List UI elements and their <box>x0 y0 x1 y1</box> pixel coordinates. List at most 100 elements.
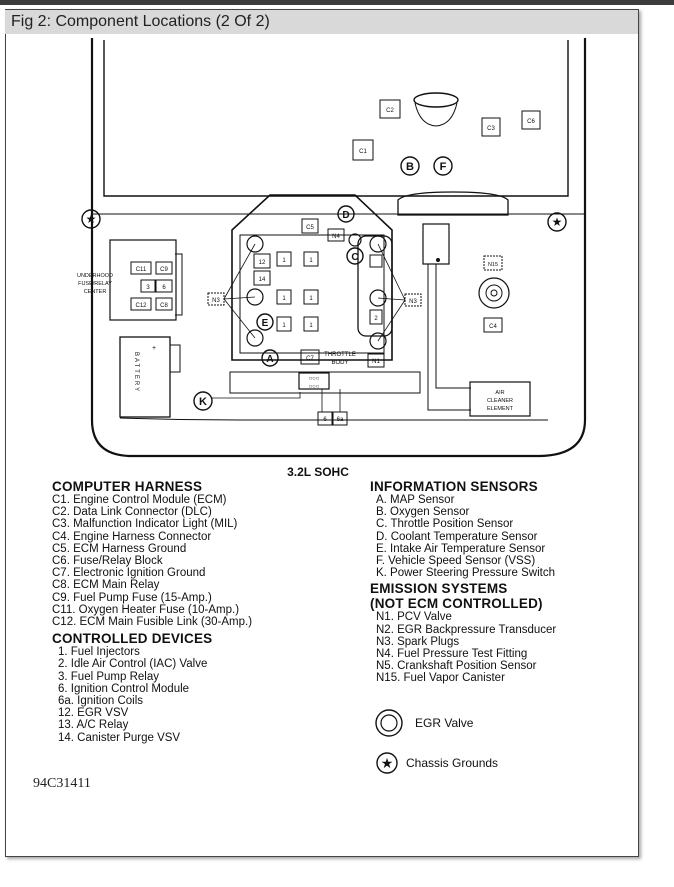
air-cleaner-element <box>469 381 531 417</box>
svg-text:F: F <box>440 161 447 173</box>
ignition-coil-pack <box>298 372 330 390</box>
svg-text:FUSE/RELAY: FUSE/RELAY <box>78 281 112 287</box>
egr-valve-key-symbol <box>375 709 403 737</box>
svg-text:12: 12 <box>259 260 266 266</box>
svg-text:N1: N1 <box>372 359 380 365</box>
svg-text:AIR: AIR <box>495 390 504 396</box>
sensor-f-marker <box>433 156 453 176</box>
information-sensors-heading: INFORMATION SENSORS <box>370 479 538 494</box>
svg-text:1: 1 <box>309 258 313 264</box>
legend-item: F. Vehicle Speed Sensor (VSS) <box>376 555 536 568</box>
legend-item: 14. Canister Purge VSV <box>58 731 181 744</box>
legend-item: C7. Electronic Ignition Ground <box>52 567 206 580</box>
legend-item: C. Throttle Position Sensor <box>376 518 514 531</box>
connector-c4 <box>483 317 503 333</box>
svg-text:B: B <box>406 161 414 173</box>
svg-text:A: A <box>266 354 273 365</box>
svg-text:BODY: BODY <box>331 360 348 366</box>
legend-item: C4. Engine Harness Connector <box>52 530 212 543</box>
figure-code: 94C31411 <box>33 776 91 791</box>
legend-item: N15. Fuel Vapor Canister <box>376 672 505 685</box>
engine-label: 3.2L SOHC <box>287 465 349 479</box>
svg-text:THROTTLE: THROTTLE <box>324 352 356 358</box>
chassis-grounds-key-label: Chassis Grounds <box>406 756 499 770</box>
egr-valve-key-label: EGR Valve <box>415 716 474 730</box>
chassis-ground-key-symbol <box>376 752 398 774</box>
svg-text:○○○: ○○○ <box>309 376 320 382</box>
legend-left-column: COMPUTER HARNESS C1. Engine Control Modu… <box>52 479 252 744</box>
svg-text:14: 14 <box>259 277 266 283</box>
computer-harness-list: C1. Engine Control Module (ECM)C2. Data … <box>52 494 252 628</box>
connector-c7 <box>300 349 320 365</box>
legend-item: C9. Fuel Pump Fuse (15-Amp.) <box>52 591 212 604</box>
svg-text:★: ★ <box>86 212 97 226</box>
legend-item: C1. Engine Control Module (ECM) <box>52 494 227 506</box>
sensor-e-marker <box>256 313 274 331</box>
intake-manifold <box>231 194 393 361</box>
legend-item: C2. Data Link Connector (DLC) <box>52 506 212 519</box>
legend-item: 12. EGR VSV <box>58 707 129 720</box>
legend-item: C5. ECM Harness Ground <box>52 542 187 555</box>
legend-item: 3. Fuel Pump Relay <box>58 670 159 683</box>
svg-text:6: 6 <box>162 285 166 291</box>
svg-text:★: ★ <box>381 755 394 771</box>
svg-text:C3: C3 <box>487 126 495 132</box>
svg-text:C9: C9 <box>160 267 168 273</box>
sensor-c-marker <box>346 247 364 265</box>
emission-systems-heading: EMISSION SYSTEMS <box>370 581 508 597</box>
legend-item: 2. Idle Air Control (IAC) Valve <box>58 658 208 671</box>
svg-text:CLEANER: CLEANER <box>487 398 513 404</box>
legend-item: 6a. Ignition Coils <box>58 695 144 708</box>
engine-bay-outline <box>90 38 587 458</box>
svg-text:ELEMENT: ELEMENT <box>487 406 514 412</box>
svg-text:C5: C5 <box>306 225 314 231</box>
svg-text:N4: N4 <box>332 234 340 240</box>
svg-text:C12: C12 <box>135 303 147 309</box>
svg-text:1: 1 <box>309 323 313 329</box>
svg-text:1: 1 <box>309 296 313 302</box>
svg-text:C8: C8 <box>160 303 168 309</box>
air-intake-duct <box>397 191 509 216</box>
figure-caption: Fig 2: Component Locations (2 Of 2) <box>5 10 638 34</box>
reservoir-cap <box>413 92 459 108</box>
svg-text:○○○: ○○○ <box>309 384 320 390</box>
svg-text:C: C <box>351 252 358 263</box>
svg-text:6: 6 <box>323 417 327 423</box>
top-bar <box>0 0 674 5</box>
legend-item: 6. Ignition Control Module <box>58 682 190 695</box>
fitting-n4 <box>327 228 345 242</box>
svg-text:E: E <box>262 318 269 329</box>
svg-text:K: K <box>199 396 207 408</box>
svg-text:N3: N3 <box>212 298 220 304</box>
legend-item: C12. ECM Main Fusible Link (30-Amp.) <box>52 616 253 629</box>
fuel-vapor-canister-n15 <box>483 255 503 271</box>
connector-c6 <box>521 110 541 130</box>
fuse-relay-center <box>109 239 177 321</box>
connector-c1 <box>352 139 374 161</box>
svg-text:C4: C4 <box>489 324 497 330</box>
svg-text:+: + <box>152 345 156 352</box>
cowl-line <box>103 40 569 197</box>
legend-item: 1. Fuel Injectors <box>58 646 140 659</box>
connector-c5 <box>301 218 319 234</box>
svg-text:1: 1 <box>282 296 286 302</box>
legend-item: N1. PCV Valve <box>376 611 452 624</box>
svg-text:C7: C7 <box>306 356 314 362</box>
svg-text:N3: N3 <box>409 299 417 305</box>
legend-item: B. Oxygen Sensor <box>376 506 470 519</box>
svg-text:D: D <box>342 210 349 221</box>
svg-text:★: ★ <box>552 215 563 229</box>
legend-item: N3. Spark Plugs <box>376 635 460 648</box>
svg-text:3: 3 <box>146 285 150 291</box>
svg-text:2: 2 <box>374 316 378 322</box>
bay-lower-line <box>119 417 548 421</box>
svg-text:C1: C1 <box>359 149 367 155</box>
legend-item: 13. A/C Relay <box>58 719 129 732</box>
sensor-a-marker <box>261 349 279 367</box>
sensor-k-marker <box>193 391 213 411</box>
svg-text:N15: N15 <box>488 262 498 268</box>
